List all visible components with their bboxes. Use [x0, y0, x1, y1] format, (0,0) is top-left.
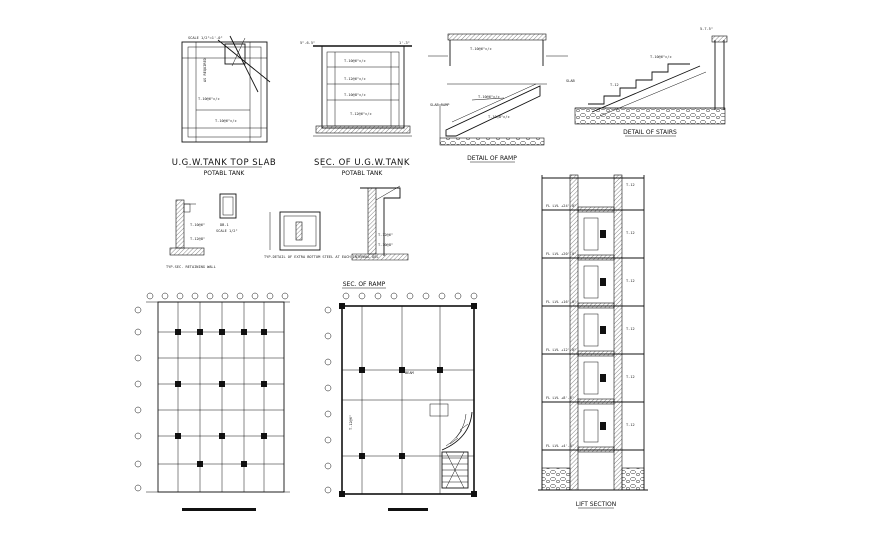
svg-text:5"-6.5": 5"-6.5" [300, 41, 315, 45]
tank-section-drawing: T-10@6"c/c T-12@6"c/c T-10@8"c/c T-12@6"… [300, 41, 412, 137]
svg-text:T-12: T-12 [626, 279, 635, 283]
extra-bottom-steel-title: TYP.DETAIL OF EXTRA BOTTOM STEEL AT EACH… [264, 255, 379, 259]
svg-text:T-10@6"c/c: T-10@6"c/c [650, 55, 672, 59]
svg-text:SCALE 1/2": SCALE 1/2" [216, 229, 238, 233]
svg-text:SCALE 1/2"=1'-0": SCALE 1/2"=1'-0" [188, 36, 223, 40]
tank-top-slab-title: U.G.W.TANK TOP SLAB [172, 158, 277, 168]
svg-text:FL LVL +16'-0": FL LVL +16'-0" [546, 300, 576, 304]
svg-text:FL LVL +24'-0": FL LVL +24'-0" [546, 204, 576, 208]
foundation-plan-drawing [134, 292, 290, 511]
svg-text:T-12: T-12 [610, 83, 619, 87]
svg-text:FL LVL +12'-0": FL LVL +12'-0" [546, 348, 576, 352]
svg-text:T-10@6"c/c: T-10@6"c/c [470, 47, 492, 51]
svg-text:T-12: T-12 [626, 231, 635, 235]
ramp-section-drawing: T-12@6" T-10@8" [351, 185, 409, 261]
tank-top-slab-subtitle: POTABL TANK [204, 170, 246, 177]
stair-detail-title: DETAIL OF STAIRS [623, 129, 677, 136]
svg-text:SLAB: SLAB [566, 79, 575, 83]
svg-text:T-10@6"c/c: T-10@6"c/c [478, 95, 500, 99]
svg-text:AS REQUIRED: AS REQUIRED [203, 58, 207, 82]
retaining-wall-detail: T-10@6" T-12@8" TYP.SEC. RETAINING WALL [166, 199, 216, 269]
svg-text:T-10@8"c/c: T-10@8"c/c [488, 115, 510, 119]
ramp-detail-title: DETAIL OF RAMP [467, 155, 517, 162]
tank-top-slab-drawing: AS REQUIRED T-10@6"c/c T-10@6"c/c SCALE … [181, 35, 271, 143]
svg-text:T-12@6"c/c: T-12@6"c/c [344, 77, 366, 81]
svg-text:DB-1: DB-1 [220, 223, 229, 227]
ramp-detail-drawing: T-10@6"c/c T-10@6"c/c T-10@8"c/c SLAB RA… [428, 33, 568, 146]
svg-text:T-12@6"c/c: T-12@6"c/c [350, 112, 372, 116]
svg-text:T-12: T-12 [626, 423, 635, 427]
svg-text:FL LVL +8'-0": FL LVL +8'-0" [546, 396, 574, 400]
svg-text:SLAB RAMP: SLAB RAMP [430, 103, 449, 107]
lift-section-title: LIFT SECTION [576, 501, 616, 508]
column-detail: DB-1 SCALE 1/2" [216, 193, 238, 233]
svg-text:T-10@6"c/c: T-10@6"c/c [344, 59, 366, 63]
lift-section-drawing: FL LVL +24'-0" FL LVL +20'-0" FL LVL +16… [538, 174, 648, 491]
tank-section-title: SEC. OF U.G.W.TANK [314, 158, 410, 168]
svg-text:T-12@6": T-12@6" [349, 415, 353, 430]
ramp-section-title: SEC. OF RAMP [343, 281, 386, 288]
svg-text:T-10@6"c/c: T-10@6"c/c [215, 119, 237, 123]
svg-text:T-10@6": T-10@6" [190, 223, 205, 227]
svg-text:T-12@6": T-12@6" [378, 233, 393, 237]
svg-text:FL LVL +4'-0": FL LVL +4'-0" [546, 444, 574, 448]
svg-text:5-7.5": 5-7.5" [700, 27, 713, 31]
stair-detail-drawing: T-10@6"c/c SLAB 5-7.5" T-12 [566, 27, 728, 125]
floor-plan-drawing: BEAM T-12@6" [324, 292, 478, 511]
retaining-wall-title: TYP.SEC. RETAINING WALL [166, 265, 216, 269]
svg-text:T-12@8": T-12@8" [190, 237, 205, 241]
svg-text:T-10@8": T-10@8" [378, 243, 393, 247]
svg-text:T-12: T-12 [626, 327, 635, 331]
svg-text:T-10@8"c/c: T-10@8"c/c [344, 93, 366, 97]
svg-text:1'-3": 1'-3" [399, 41, 410, 45]
extra-bottom-steel-detail: TYP.DETAIL OF EXTRA BOTTOM STEEL AT EACH… [264, 211, 379, 259]
svg-text:T-12: T-12 [626, 375, 635, 379]
svg-text:T-10@6"c/c: T-10@6"c/c [198, 97, 220, 101]
svg-text:T-12: T-12 [626, 183, 635, 187]
svg-text:FL LVL +20'-0": FL LVL +20'-0" [546, 252, 576, 256]
tank-section-subtitle: POTABL TANK [342, 170, 384, 177]
svg-text:BEAM: BEAM [405, 371, 414, 375]
